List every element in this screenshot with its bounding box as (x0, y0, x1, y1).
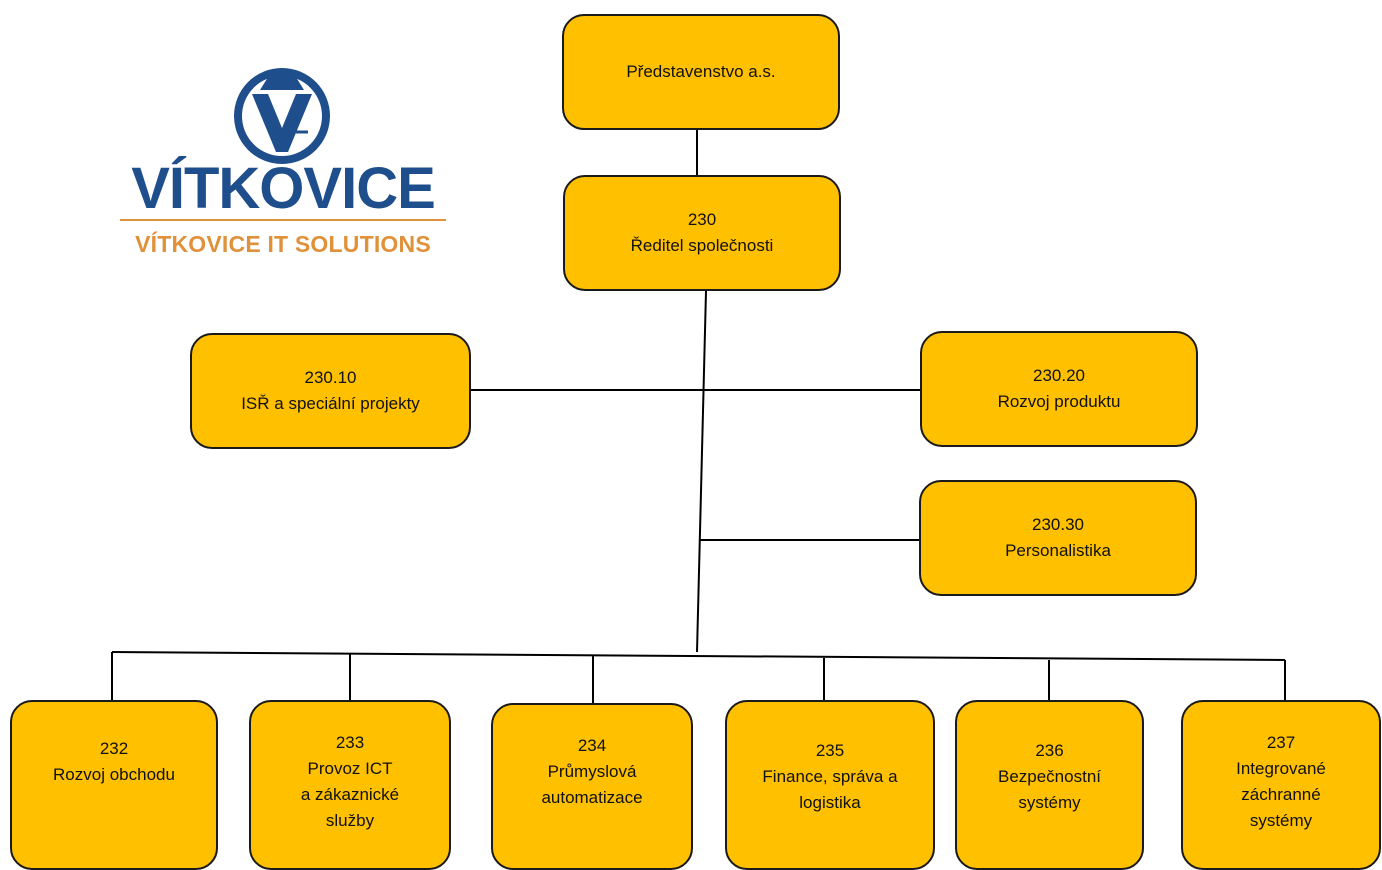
department-name-line: systémy (1018, 793, 1081, 812)
logo-wordmark: VÍTKOVICE (131, 156, 436, 221)
department-233: 233 Provoz ICT a zákaznické služby (249, 700, 451, 870)
department-code: 236 (1035, 741, 1064, 760)
staff-unit-230-20: 230.20 Rozvoj produktu (920, 331, 1198, 447)
unit-name: Personalistika (1005, 541, 1111, 560)
department-name-line: služby (325, 811, 375, 830)
logo-divider (120, 219, 446, 221)
department-name-line: automatizace (541, 788, 643, 807)
department-name-line: Průmyslová (547, 762, 637, 781)
unit-name: ISŘ a speciální projekty (241, 394, 420, 413)
ceo-name: Ředitel společnosti (630, 236, 774, 255)
department-name-line: Rozvoj obchodu (53, 765, 175, 784)
board-name: Představenstvo a.s. (626, 62, 776, 81)
connector-lines (111, 130, 1286, 703)
department-232: 232 Rozvoj obchodu (10, 700, 218, 870)
vitkovice-emblem-icon (234, 68, 330, 164)
staff-unit-230-30: 230.30 Personalistika (919, 480, 1197, 596)
department-237: 237 Integrované záchranné systémy (1181, 700, 1381, 870)
department-name-line: záchranné (1241, 785, 1321, 804)
department-234: 234 Průmyslová automatizace (491, 703, 693, 870)
unit-name: Rozvoj produktu (997, 392, 1121, 411)
department-name-line: Bezpečnostní (997, 767, 1101, 786)
main-trunk-connector (696, 290, 707, 653)
ceo-code: 230 (687, 210, 717, 229)
department-name-line: a zákaznické (300, 785, 400, 804)
ceo-box: 230 Ředitel společnosti (563, 175, 841, 291)
unit-code: 230.30 (1032, 515, 1084, 534)
staff-unit-230-10: 230.10 ISŘ a speciální projekty (190, 333, 471, 449)
department-name-line: logistika (799, 793, 861, 812)
department-235: 235 Finance, správa a logistika (725, 700, 935, 870)
department-bus-connector (111, 651, 1286, 661)
department-name-line: Integrované (1236, 759, 1326, 778)
unit-code: 230.10 (304, 368, 357, 387)
department-code: 237 (1266, 733, 1296, 752)
department-code: 233 (335, 733, 365, 752)
department-name-line: Finance, správa a (762, 767, 898, 786)
board-box: Představenstvo a.s. (562, 14, 840, 130)
department-code: 232 (99, 739, 129, 758)
logo-subtitle: VÍTKOVICE IT SOLUTIONS (135, 231, 431, 257)
department-code: 235 (815, 741, 845, 760)
company-logo: VÍTKOVICE VÍTKOVICE IT SOLUTIONS (118, 60, 448, 270)
department-name-line: systémy (1249, 811, 1313, 830)
department-name-line: Provoz ICT (307, 759, 393, 778)
unit-code: 230.20 (1033, 366, 1085, 385)
department-236: 236 Bezpečnostní systémy (955, 700, 1144, 870)
department-code: 234 (577, 736, 607, 755)
